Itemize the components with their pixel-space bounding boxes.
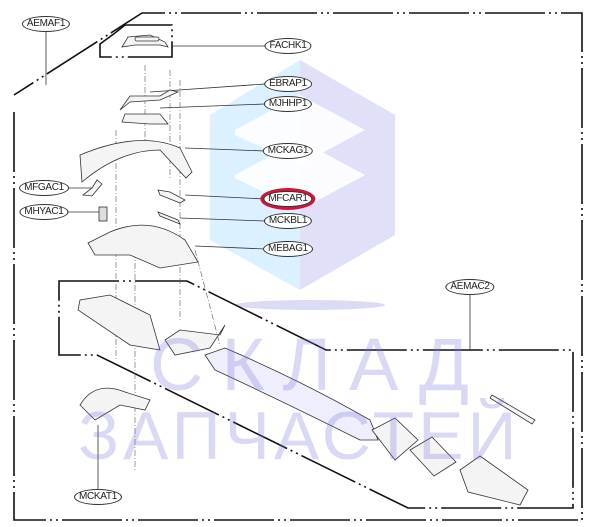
label-mfgac1: MFGAC1 <box>19 180 69 196</box>
aemaf1-boundary <box>13 12 583 521</box>
label-mckat1: MCKAT1 <box>73 489 123 505</box>
watermark-line1: СКЛАД <box>150 323 488 406</box>
watermark-line2: ЗАПЧАСТЕЙ <box>78 398 521 474</box>
label-mckag1: MCKAG1 <box>262 143 314 159</box>
part-mckbl1 <box>157 211 181 225</box>
part-end-cuff <box>459 455 529 506</box>
part-mckat1 <box>79 387 151 421</box>
part-mfcar1 <box>157 189 186 204</box>
label-aemaf1: AEMAF1 <box>21 16 71 32</box>
label-ebrap1: EBRAP1 <box>264 76 312 92</box>
part-hose-cuff <box>371 417 419 461</box>
part-ebrap1 <box>119 89 180 111</box>
fachk1-box <box>99 24 173 58</box>
part-mhyac1 <box>98 206 108 222</box>
part-mebag1 <box>87 224 199 269</box>
label-mfcar1-highlighted: MFCAR1 <box>263 191 313 207</box>
label-aemac2: AEMAC2 <box>445 279 495 295</box>
part-handle-pipe <box>77 294 161 351</box>
part-mfgac1 <box>81 179 103 197</box>
label-fachk1: FACHK1 <box>264 38 312 54</box>
label-mhyac1: MHYAC1 <box>19 204 69 220</box>
aemac2-boundary <box>58 280 574 509</box>
label-mckbl1: MCKBL1 <box>263 213 313 229</box>
part-pipe-sleeve <box>409 436 457 477</box>
label-mjhhp1: MJHHP1 <box>263 96 313 112</box>
label-mebag1: MEBAG1 <box>263 241 313 257</box>
part-hose <box>204 347 379 441</box>
part-mckag1 <box>79 140 193 183</box>
part-clamp <box>164 324 226 356</box>
part-mjhhp1 <box>121 113 169 125</box>
part-lock-bracket <box>489 394 536 425</box>
